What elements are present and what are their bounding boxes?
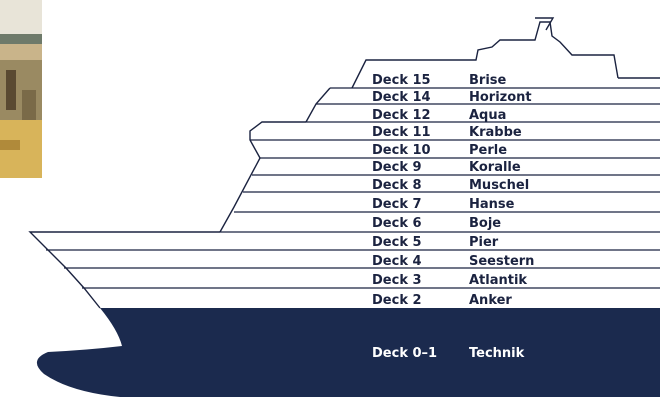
- deck-number-label: Deck 12: [372, 108, 431, 123]
- deck-name-label: Krabbe: [469, 125, 522, 140]
- deck-number-label: Deck 15: [372, 73, 431, 88]
- deck-number-label: Deck 7: [372, 197, 422, 212]
- deck-number-label: Deck 5: [372, 235, 422, 250]
- deck-number-label: Deck 14: [372, 90, 431, 105]
- deck-name-label: Horizont: [469, 90, 532, 105]
- superstructure-outline: [30, 18, 660, 308]
- deck-number-label: Deck 10: [372, 143, 431, 158]
- hull-deck-name-label: Technik: [469, 346, 525, 361]
- deck-name-label: Atlantik: [469, 273, 527, 288]
- deck-name-label: Aqua: [469, 108, 506, 123]
- deck-number-label: Deck 11: [372, 125, 431, 140]
- deck-name-label: Muschel: [469, 178, 529, 193]
- deck-number-label: Deck 9: [372, 160, 422, 175]
- deck-lines: [46, 88, 660, 288]
- deck-name-label: Seestern: [469, 254, 534, 269]
- deck-name-label: Boje: [469, 216, 501, 231]
- deck-photo-thumbnail: [0, 0, 42, 178]
- deck-number-label: Deck 6: [372, 216, 422, 231]
- deck-name-label: Hanse: [469, 197, 515, 212]
- deck-name-label: Anker: [469, 293, 512, 308]
- deck-number-label: Deck 4: [372, 254, 422, 269]
- deck-name-label: Brise: [469, 73, 507, 88]
- deck-name-label: Perle: [469, 143, 507, 158]
- deck-name-label: Pier: [469, 235, 499, 250]
- deck-number-label: Deck 3: [372, 273, 422, 288]
- hull-deck-number-label: Deck 0–1: [372, 346, 437, 361]
- deck-name-label: Koralle: [469, 160, 521, 175]
- deck-number-label: Deck 8: [372, 178, 422, 193]
- hull: [37, 308, 660, 397]
- deck-number-label: Deck 2: [372, 293, 422, 308]
